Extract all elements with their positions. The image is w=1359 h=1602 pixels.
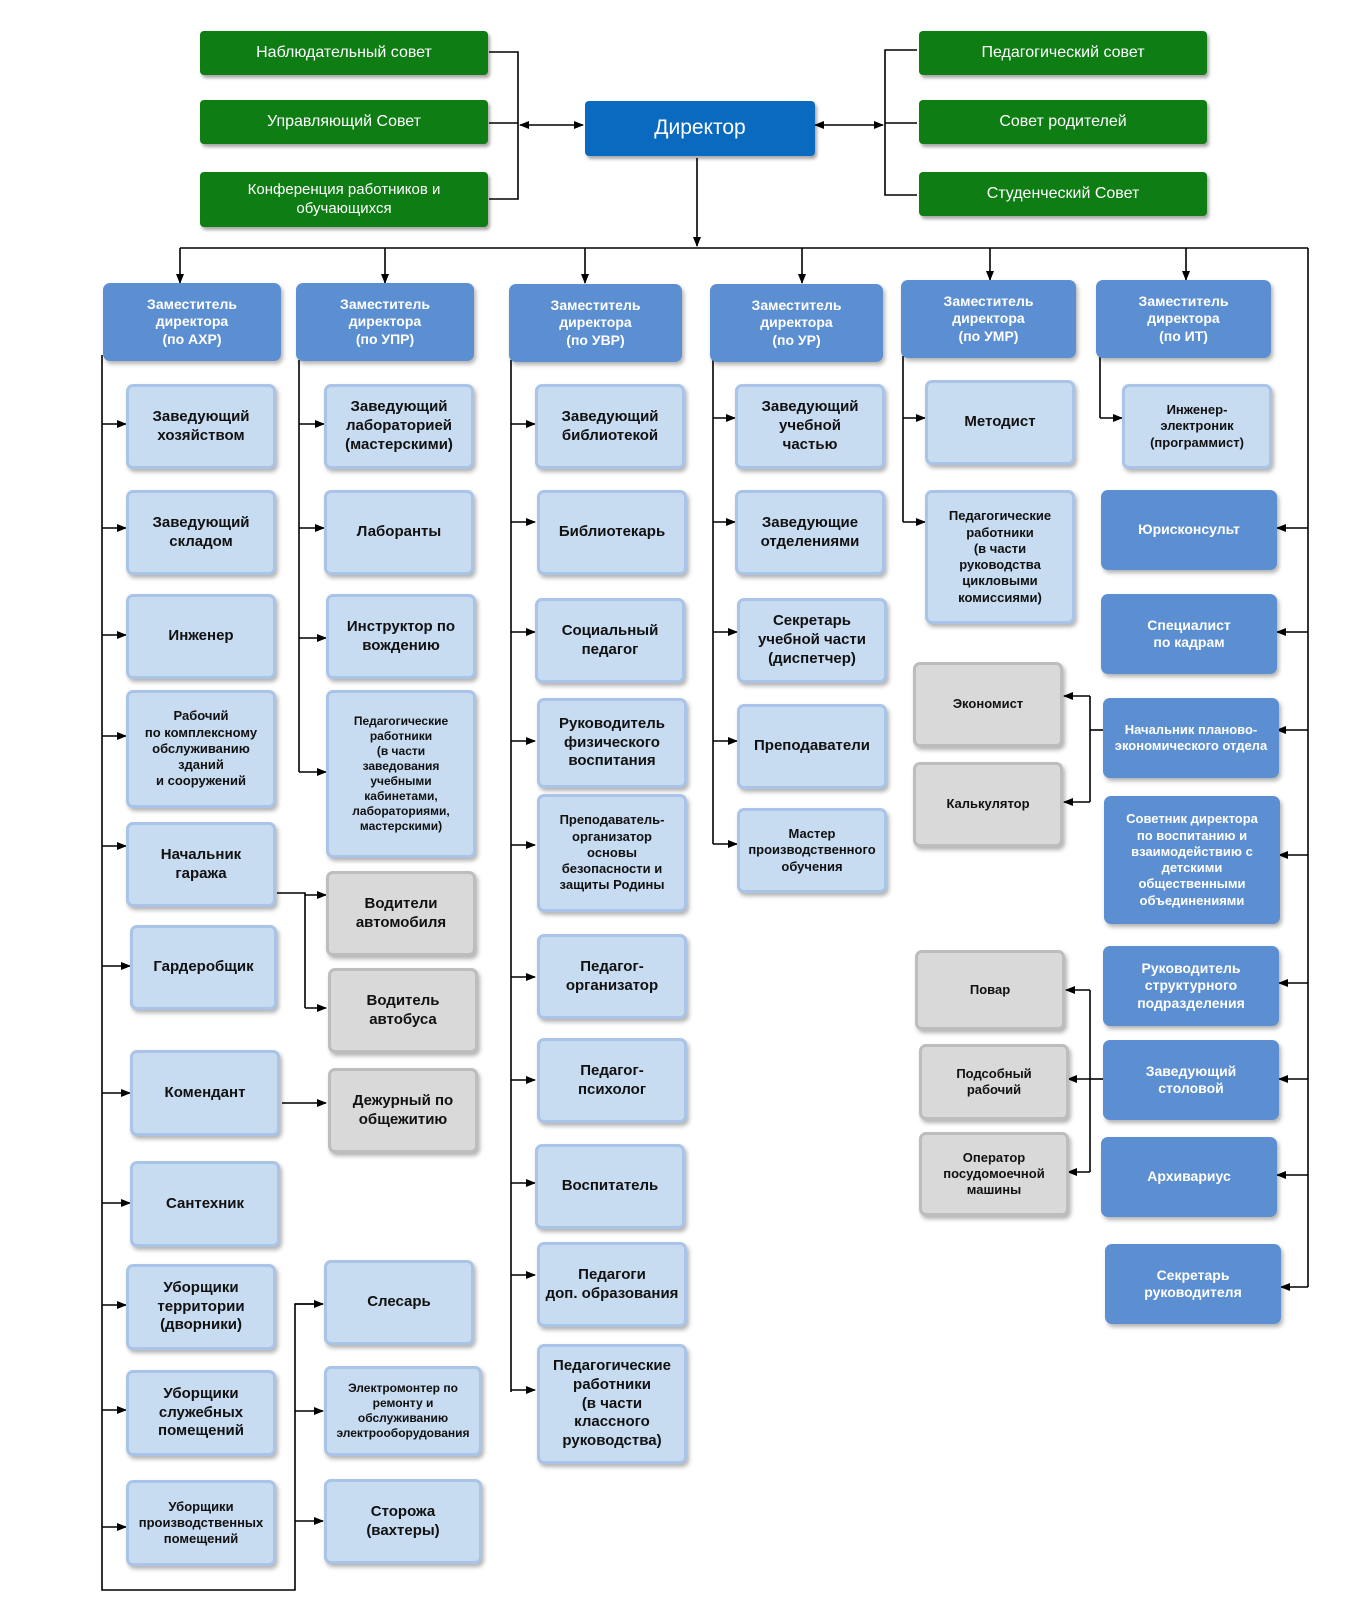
ur-item-5: Мастер производственного обучения	[737, 808, 887, 893]
ur-item-1: Заведующий учебной частью	[735, 384, 885, 469]
deputy-umr: Заместитель директора (по УМР)	[901, 280, 1076, 358]
uvr-item-5: Преподаватель- организатор основы безопа…	[537, 794, 687, 912]
direct-item-1: Юрисконсульт	[1101, 490, 1277, 570]
uvr-item-10: Педагогические работники (в части классн…	[537, 1344, 687, 1464]
deputy-upr: Заместитель директора (по УПР)	[296, 283, 474, 361]
ahr-item-8: Сантехник	[130, 1161, 280, 1247]
uvr-item-2: Библиотекарь	[537, 490, 687, 575]
direct-item-5: Руководитель структурного подразделения	[1103, 946, 1279, 1026]
ahr-item-11: Уборщики производственных помещений	[126, 1480, 276, 1566]
upr-item-4: Педагогические работники (в части заведо…	[326, 690, 476, 858]
director-box: Директор	[585, 101, 815, 156]
extra-sub-2: Электромонтер по ремонту и обслуживанию …	[324, 1366, 482, 1456]
extra-sub-3: Сторожа (вахтеры)	[324, 1479, 482, 1564]
deputy-ur: Заместитель директора (по УР)	[710, 284, 883, 362]
umr-item-1: Методист	[925, 380, 1075, 465]
direct-item-8: Секретарь руководителя	[1105, 1244, 1281, 1324]
council-students: Студенческий Совет	[919, 172, 1207, 216]
upr-item-1: Заведующий лабораторией (мастерскими)	[324, 384, 474, 469]
upr-item-2: Лаборанты	[324, 490, 474, 575]
council-parents: Совет родителей	[919, 100, 1207, 144]
econ-sub-2: Калькулятор	[913, 762, 1063, 847]
canteen-sub-1: Повар	[915, 950, 1065, 1030]
council-governing: Управляющий Совет	[200, 100, 488, 144]
direct-item-6: Заведующий столовой	[1103, 1040, 1279, 1120]
direct-item-2: Специалист по кадрам	[1101, 594, 1277, 674]
it-item-1: Инженер- электроник (программист)	[1122, 384, 1272, 469]
council-supervisory: Наблюдательный совет	[200, 31, 488, 75]
ahr-item-7: Комендант	[130, 1050, 280, 1136]
uvr-item-6: Педагог- организатор	[537, 934, 687, 1019]
ur-item-3: Секретарь учебной части (диспетчер)	[737, 598, 887, 683]
umr-item-2: Педагогические работники (в части руково…	[925, 490, 1075, 624]
direct-item-4: Советник директора по воспитанию и взаим…	[1104, 796, 1280, 924]
council-pedagogical: Педагогический совет	[919, 31, 1207, 75]
garage-sub-2: Водитель автобуса	[328, 968, 478, 1053]
uvr-item-9: Педагоги доп. образования	[537, 1242, 687, 1327]
econ-sub-1: Экономист	[913, 662, 1063, 747]
deputy-uvr: Заместитель директора (по УВР)	[509, 284, 682, 362]
ahr-item-5: Начальник гаража	[126, 822, 276, 907]
uvr-item-1: Заведующий библиотекой	[535, 384, 685, 469]
garage-sub-1: Водители автомобиля	[326, 871, 476, 956]
canteen-sub-3: Оператор посудомоечной машины	[919, 1132, 1069, 1216]
council-conference: Конференция работников и обучающихся	[200, 172, 488, 227]
ahr-item-10: Уборщики служебных помещений	[126, 1370, 276, 1456]
deputy-it: Заместитель директора (по ИТ)	[1096, 280, 1271, 358]
ahr-item-6: Гардеробщик	[130, 925, 277, 1010]
canteen-sub-2: Подсобный рабочий	[919, 1044, 1069, 1120]
ahr-item-4: Рабочий по комплексному обслуживанию зда…	[126, 690, 276, 808]
ahr-item-2: Заведующий складом	[126, 490, 276, 575]
ahr-item-1: Заведующий хозяйством	[126, 384, 276, 469]
uvr-item-8: Воспитатель	[535, 1144, 685, 1229]
uvr-item-3: Социальный педагог	[535, 598, 685, 683]
upr-item-3: Инструктор по вождению	[326, 594, 476, 679]
direct-item-7: Архивариус	[1101, 1137, 1277, 1217]
direct-item-3: Начальник планово- экономического отдела	[1103, 698, 1279, 778]
extra-sub-1: Слесарь	[324, 1260, 474, 1345]
ur-item-2: Заведующие отделениями	[735, 490, 885, 575]
komendant-sub: Дежурный по общежитию	[328, 1068, 478, 1153]
uvr-item-4: Руководитель физического воспитания	[537, 698, 687, 788]
ahr-item-3: Инженер	[126, 594, 276, 679]
deputy-ahr: Заместитель директора (по АХР)	[103, 283, 281, 361]
ahr-item-9: Уборщики территории (дворники)	[126, 1264, 276, 1350]
ur-item-4: Преподаватели	[737, 704, 887, 789]
uvr-item-7: Педагог- психолог	[537, 1038, 687, 1123]
